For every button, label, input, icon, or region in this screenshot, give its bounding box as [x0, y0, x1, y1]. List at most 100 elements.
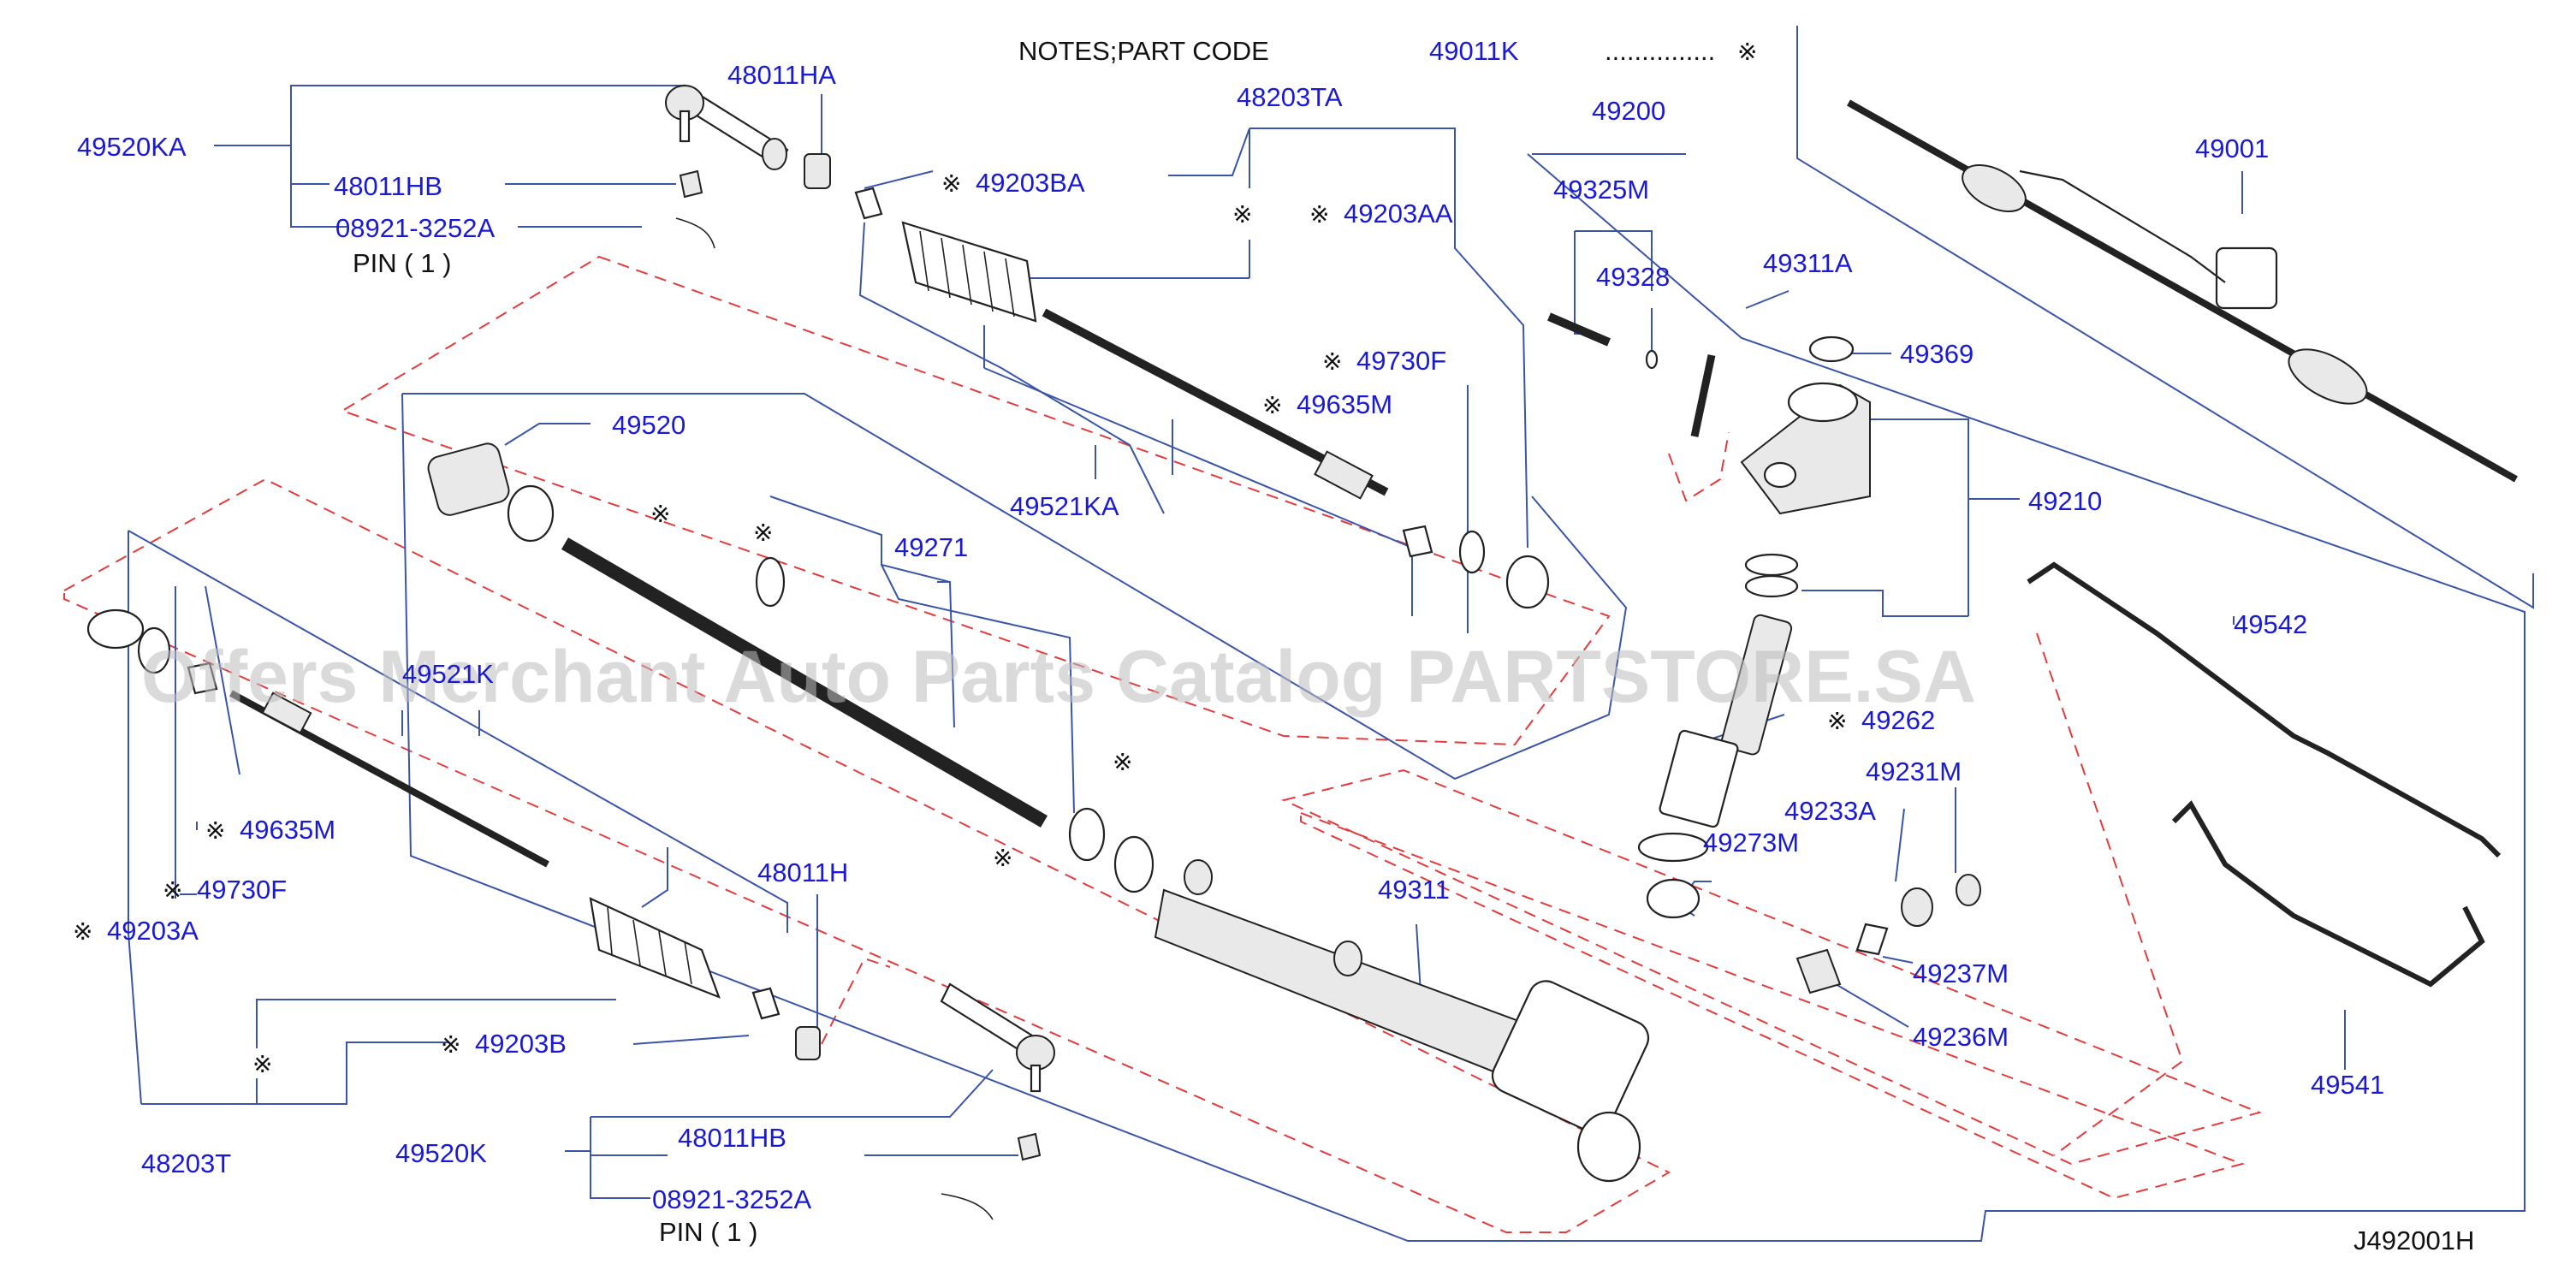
label-48203TA[interactable]: 48203TA — [1237, 82, 1343, 112]
label-49325M[interactable]: 49325M — [1553, 175, 1649, 205]
mark-49203BA: ※ — [941, 169, 961, 198]
label-49521KA[interactable]: 49521KA — [1010, 491, 1119, 521]
label-48011HB-bottom[interactable]: 48011HB — [678, 1123, 786, 1153]
adjust-49233A — [1901, 887, 1933, 927]
cotter-pin-top — [675, 217, 715, 249]
seal-rack-top — [755, 556, 786, 608]
lock-washer-49730F-top — [1402, 525, 1433, 558]
inner-rod-top — [1042, 308, 1389, 500]
label-48011HB-top[interactable]: 48011HB — [334, 171, 442, 201]
clamp-49203AA — [1505, 555, 1550, 609]
label-49203A[interactable]: 49203A — [107, 916, 199, 946]
rack-bush — [427, 442, 555, 543]
label-49635M-top[interactable]: 49635M — [1297, 389, 1392, 419]
label-49311[interactable]: 49311 — [1378, 875, 1450, 905]
rack-bar — [561, 537, 1048, 828]
watermark: Offers Merchant Auto Parts Catalog PARTS… — [141, 636, 1976, 718]
seal-stack-1 — [1744, 553, 1799, 577]
label-49521K[interactable]: 49521K — [402, 659, 494, 689]
valve-housing — [1740, 382, 1871, 515]
label-48011H[interactable]: 48011H — [757, 858, 848, 887]
retainer-49236M — [1795, 948, 1842, 994]
tie-rod-end-dash — [821, 957, 891, 1045]
boot-top — [901, 221, 1037, 323]
mark-seal-rack-1: ※ — [1113, 748, 1132, 776]
bolt-49325M — [1547, 312, 1611, 347]
o-ring-49328 — [1645, 349, 1659, 370]
nut-48011HB-top — [679, 169, 703, 199]
mark-48203TA: ※ — [1232, 200, 1252, 228]
seal-49369 — [1808, 335, 1855, 363]
nut-48011H — [795, 1026, 821, 1060]
label-49203AA[interactable]: 49203AA — [1344, 199, 1453, 228]
cotter-pin-bottom — [941, 1193, 994, 1220]
bolt-dash — [1668, 431, 1730, 502]
label-49369[interactable]: 49369 — [1900, 339, 1974, 369]
leader-lines — [128, 26, 2534, 1242]
label-pin-bottom: PIN ( 1 ) — [659, 1217, 757, 1247]
label-49200[interactable]: 49200 — [1592, 96, 1665, 126]
label-49233A[interactable]: 49233A — [1784, 796, 1876, 826]
valve-outline — [1300, 811, 2246, 1200]
label-49203BA[interactable]: 49203BA — [976, 168, 1085, 198]
mark-49271-ring: ※ — [753, 519, 773, 547]
ring-49730F — [137, 626, 171, 674]
ring-49203A — [86, 608, 145, 650]
label-49311A[interactable]: 49311A — [1763, 248, 1853, 278]
seal-dash — [2036, 632, 2184, 1156]
mark-49635M-top: ※ — [1262, 391, 1282, 419]
label-49203B[interactable]: 49203B — [475, 1029, 567, 1059]
inner-rod-left — [229, 690, 549, 868]
label-08921-bottom[interactable]: 08921-3252A — [652, 1184, 811, 1214]
hydraulic-line-49542 — [2027, 561, 2502, 858]
washer-49635M — [187, 662, 218, 695]
outer-tie-rod-end-top — [665, 84, 789, 169]
nut-49231M — [1956, 874, 1981, 906]
mark-49203B: ※ — [441, 1030, 460, 1059]
seal-stack-2 — [1744, 574, 1799, 598]
inner-tie-rod-kit-outline — [340, 255, 1611, 746]
spring-49237M — [1855, 923, 1889, 956]
mark-49520-seal: ※ — [650, 500, 670, 528]
label-48203T[interactable]: 48203T — [141, 1148, 231, 1178]
mark-49730F-left: ※ — [163, 876, 182, 905]
left-side-kit-outline — [63, 478, 1671, 1233]
label-49520K[interactable]: 49520K — [395, 1138, 487, 1168]
mark-49635M-left: ※ — [205, 816, 225, 845]
mark-49262: ※ — [1827, 707, 1847, 735]
mark-49203AA: ※ — [1309, 200, 1329, 228]
label-49001[interactable]: 49001 — [2195, 134, 2269, 163]
steering-gear-assembly — [1847, 99, 2518, 483]
label-08921-top[interactable]: 08921-3252A — [335, 213, 495, 243]
label-49541[interactable]: 49541 — [2311, 1070, 2384, 1100]
label-49635M-left[interactable]: 49635M — [240, 815, 335, 845]
seal-rack-1 — [1068, 807, 1106, 862]
boot-ring-top — [762, 138, 787, 170]
label-49520KA[interactable]: 49520KA — [77, 132, 187, 162]
rack-housing-outline — [1281, 769, 2263, 1166]
nut-48011HB-bottom — [1017, 1132, 1042, 1161]
label-49328[interactable]: 49328 — [1596, 262, 1670, 292]
label-49520[interactable]: 49520 — [612, 410, 686, 440]
label-48011HA[interactable]: 48011HA — [727, 60, 836, 90]
seal-49273M — [1646, 878, 1701, 919]
label-49236M[interactable]: 49236M — [1913, 1022, 2009, 1052]
label-49273M[interactable]: 49273M — [1703, 828, 1799, 858]
part-drawings — [86, 84, 2518, 1220]
notes-prefix: NOTES;PART CODE — [1018, 36, 1269, 66]
bolt-49311A — [1690, 354, 1716, 437]
mark-48203T: ※ — [252, 1050, 272, 1078]
label-49237M[interactable]: 49237M — [1913, 958, 2009, 988]
label-49262[interactable]: 49262 — [1861, 705, 1935, 735]
label-49271[interactable]: 49271 — [894, 532, 968, 562]
label-49210[interactable]: 49210 — [2028, 486, 2102, 516]
notes-code: 49011K — [1429, 36, 1519, 66]
notes-mark: ※ — [1737, 38, 1757, 66]
label-49542[interactable]: 49542 — [2234, 609, 2307, 639]
label-49730F-left[interactable]: 49730F — [197, 875, 287, 905]
label-49730F-top[interactable]: 49730F — [1356, 346, 1446, 376]
label-49231M[interactable]: 49231M — [1866, 757, 1962, 786]
lock-nut-48011HA — [804, 153, 831, 189]
pinion-shaft — [1637, 614, 1793, 863]
